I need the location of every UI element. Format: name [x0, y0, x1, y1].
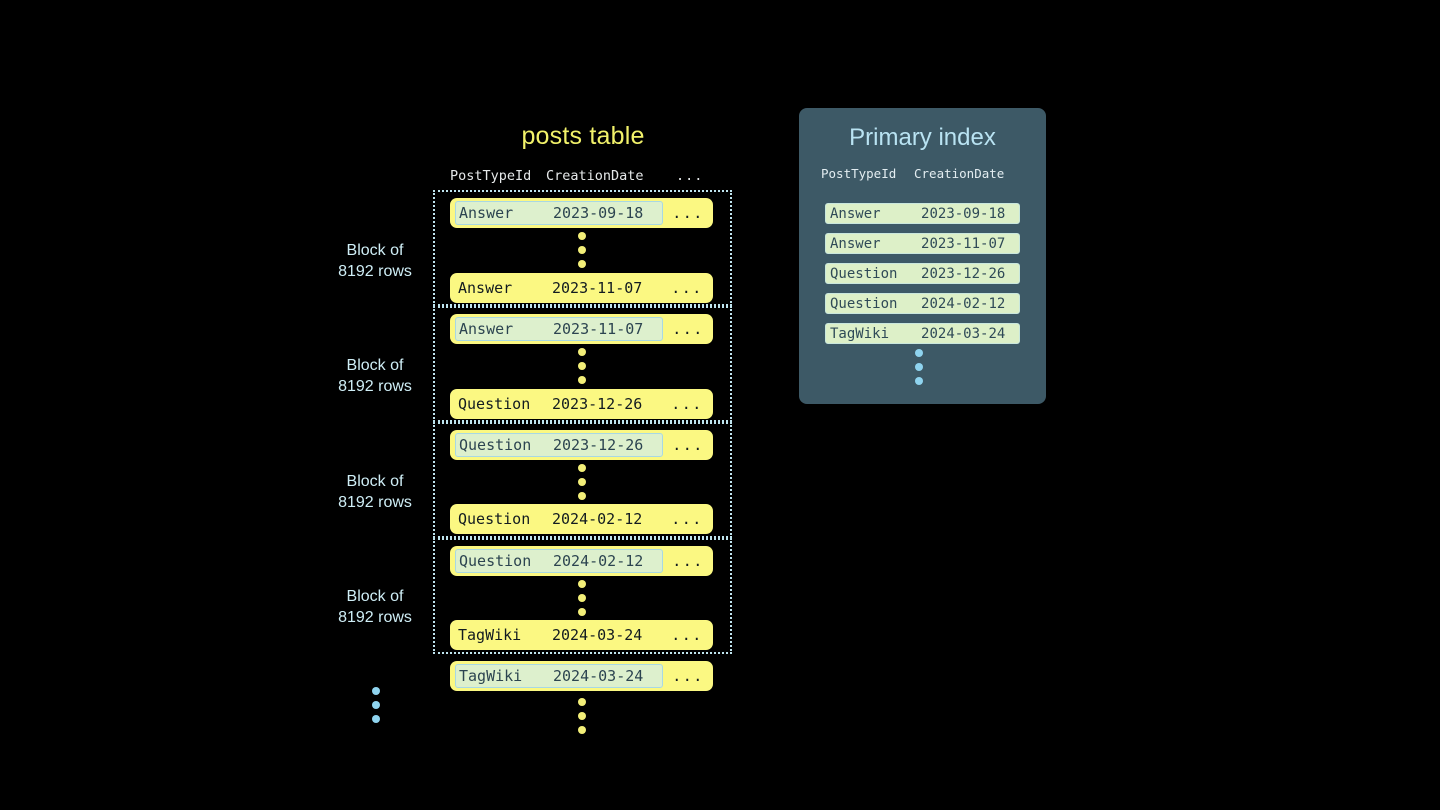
block-3-label-line1: Block of: [346, 473, 404, 490]
index-row: Question 2024-02-12: [825, 293, 1020, 314]
row-posttypeid: Answer: [459, 204, 514, 222]
primary-index-title: Primary index: [849, 124, 996, 151]
index-row-creationdate: 2024-02-12: [921, 295, 1006, 312]
index-row-creationdate: 2024-03-24: [921, 325, 1006, 342]
posts-table-title: posts table: [521, 122, 645, 150]
block-1: [433, 190, 732, 306]
row-creationdate: 2023-09-18: [553, 204, 644, 222]
index-row-posttypeid: Answer: [830, 205, 881, 222]
row-key-box: TagWiki 2024-03-24: [455, 623, 661, 647]
row-creationdate: 2024-02-12: [553, 552, 644, 570]
row-key-box: Question 2024-02-12: [455, 507, 661, 531]
vertical-ellipsis-dots: [577, 232, 587, 268]
row-posttypeid: Answer: [458, 279, 513, 297]
index-continues-dots: [914, 349, 924, 385]
row-ellipsis: ...: [671, 395, 703, 413]
row-key-box: Answer 2023-11-07: [455, 276, 661, 300]
block-4: [433, 538, 732, 654]
index-row-posttypeid: Question: [830, 265, 898, 282]
row-creationdate: 2023-12-26: [552, 395, 643, 413]
index-column-header-posttypeid: PostTypeId: [821, 166, 897, 181]
table-row: TagWiki 2024-03-24 ...: [450, 620, 713, 650]
block-1-label-line2: 8192 rows: [338, 263, 412, 280]
block-2-label-line2: 8192 rows: [338, 378, 412, 395]
primary-index-rows: Answer 2023-09-18 Answer 2023-11-07 Ques…: [825, 203, 1020, 353]
row-creationdate: 2023-12-26: [553, 436, 644, 454]
row-key-box: Question 2023-12-26: [455, 433, 663, 457]
row-ellipsis: ...: [671, 626, 703, 644]
block-4-label: Block of 8192 rows: [300, 586, 450, 628]
posts-table-column-headers: PostTypeId CreationDate ...: [450, 166, 713, 186]
row-posttypeid: Question: [458, 395, 531, 413]
block-3: [433, 422, 732, 538]
row-creationdate: 2024-02-12: [552, 510, 643, 528]
row-key-box: TagWiki 2024-03-24: [455, 664, 663, 688]
index-row-creationdate: 2023-11-07: [921, 235, 1006, 252]
index-row: TagWiki 2024-03-24: [825, 323, 1020, 344]
index-row-posttypeid: TagWiki: [830, 325, 890, 342]
row-creationdate: 2023-11-07: [553, 320, 644, 338]
row-posttypeid: Question: [459, 552, 532, 570]
blocks-continue-dots: [371, 687, 381, 723]
column-header-ellipsis: ...: [676, 168, 704, 184]
vertical-ellipsis-dots: [577, 348, 587, 384]
primary-index-panel: Primary index PostTypeId CreationDate: [799, 108, 1046, 404]
row-posttypeid: TagWiki: [458, 626, 522, 644]
row-creationdate: 2024-03-24: [552, 626, 643, 644]
block-3-label-line2: 8192 rows: [338, 494, 412, 511]
row-posttypeid: TagWiki: [459, 667, 523, 685]
row-ellipsis: ...: [671, 279, 703, 297]
table-row: Answer 2023-11-07 ...: [450, 314, 713, 344]
index-row-creationdate: 2023-09-18: [921, 205, 1006, 222]
index-row-creationdate: 2023-12-26: [921, 265, 1006, 282]
vertical-ellipsis-dots: [577, 464, 587, 500]
row-creationdate: 2023-11-07: [552, 279, 643, 297]
index-row: Answer 2023-11-07: [825, 233, 1020, 254]
block-1-label: Block of 8192 rows: [300, 240, 450, 282]
block-4-label-line2: 8192 rows: [338, 609, 412, 626]
table-continues-dots: [577, 698, 587, 734]
block-2-label: Block of 8192 rows: [300, 355, 450, 397]
table-row: Question 2024-02-12 ...: [450, 504, 713, 534]
table-row: TagWiki 2024-03-24 ...: [450, 661, 713, 691]
index-row: Answer 2023-09-18: [825, 203, 1020, 224]
block-1-label-line1: Block of: [346, 242, 404, 259]
block-2: [433, 306, 732, 422]
table-row: Question 2023-12-26 ...: [450, 430, 713, 460]
index-row: Question 2023-12-26: [825, 263, 1020, 284]
primary-index-column-headers: PostTypeId CreationDate: [821, 166, 1024, 181]
table-row: Answer 2023-09-18 ...: [450, 198, 713, 228]
block-3-label: Block of 8192 rows: [300, 471, 450, 513]
block-2-label-line1: Block of: [346, 357, 404, 374]
row-creationdate: 2024-03-24: [553, 667, 644, 685]
row-key-box: Question 2023-12-26: [455, 392, 661, 416]
row-ellipsis: ...: [672, 552, 704, 570]
block-4-label-line1: Block of: [346, 588, 404, 605]
index-column-header-creationdate: CreationDate: [914, 166, 1005, 181]
row-ellipsis: ...: [672, 667, 704, 685]
row-posttypeid: Question: [458, 510, 531, 528]
row-key-box: Question 2024-02-12: [455, 549, 663, 573]
row-ellipsis: ...: [672, 204, 704, 222]
row-posttypeid: Question: [459, 436, 532, 454]
row-posttypeid: Answer: [459, 320, 514, 338]
column-header-posttypeid: PostTypeId: [450, 168, 532, 184]
row-ellipsis: ...: [672, 320, 704, 338]
index-row-posttypeid: Answer: [830, 235, 881, 252]
table-row: Answer 2023-11-07 ...: [450, 273, 713, 303]
row-ellipsis: ...: [672, 436, 704, 454]
vertical-ellipsis-dots: [577, 580, 587, 616]
column-header-creationdate: CreationDate: [546, 168, 644, 184]
index-row-posttypeid: Question: [830, 295, 898, 312]
row-key-box: Answer 2023-09-18: [455, 201, 663, 225]
row-ellipsis: ...: [671, 510, 703, 528]
table-row: Question 2024-02-12 ...: [450, 546, 713, 576]
row-key-box: Answer 2023-11-07: [455, 317, 663, 341]
table-row: Question 2023-12-26 ...: [450, 389, 713, 419]
